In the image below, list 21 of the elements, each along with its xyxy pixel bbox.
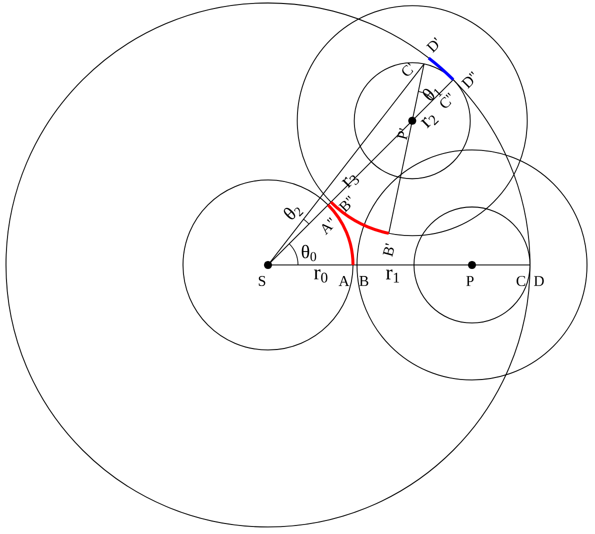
point-label: P: [466, 276, 474, 286]
radius-label: r$_{1}$: [386, 269, 400, 282]
point-label: A: [338, 276, 350, 286]
point-label: D: [534, 276, 544, 286]
point-label: C'': [440, 92, 452, 108]
point-label: B': [382, 243, 394, 257]
point-label: P': [396, 128, 408, 140]
point-label: C': [402, 62, 414, 76]
angle-label: θ$_{0}$: [302, 244, 316, 262]
radius-label: r$_{0}$: [314, 269, 328, 283]
point-label: S: [258, 276, 266, 286]
point-label: A'': [322, 217, 334, 236]
radius-label: r$_{3}$: [342, 175, 359, 188]
point-label: C: [516, 276, 526, 286]
point-label: D': [426, 37, 438, 53]
point-label: B'': [338, 196, 351, 213]
angle-label: θ$_{1}$: [422, 88, 443, 100]
angle-label: θ$_{2}$: [284, 208, 304, 220]
radius-label: r$_{2}$: [420, 116, 439, 128]
point-label: D'': [461, 71, 474, 89]
point-label: B: [359, 276, 368, 286]
